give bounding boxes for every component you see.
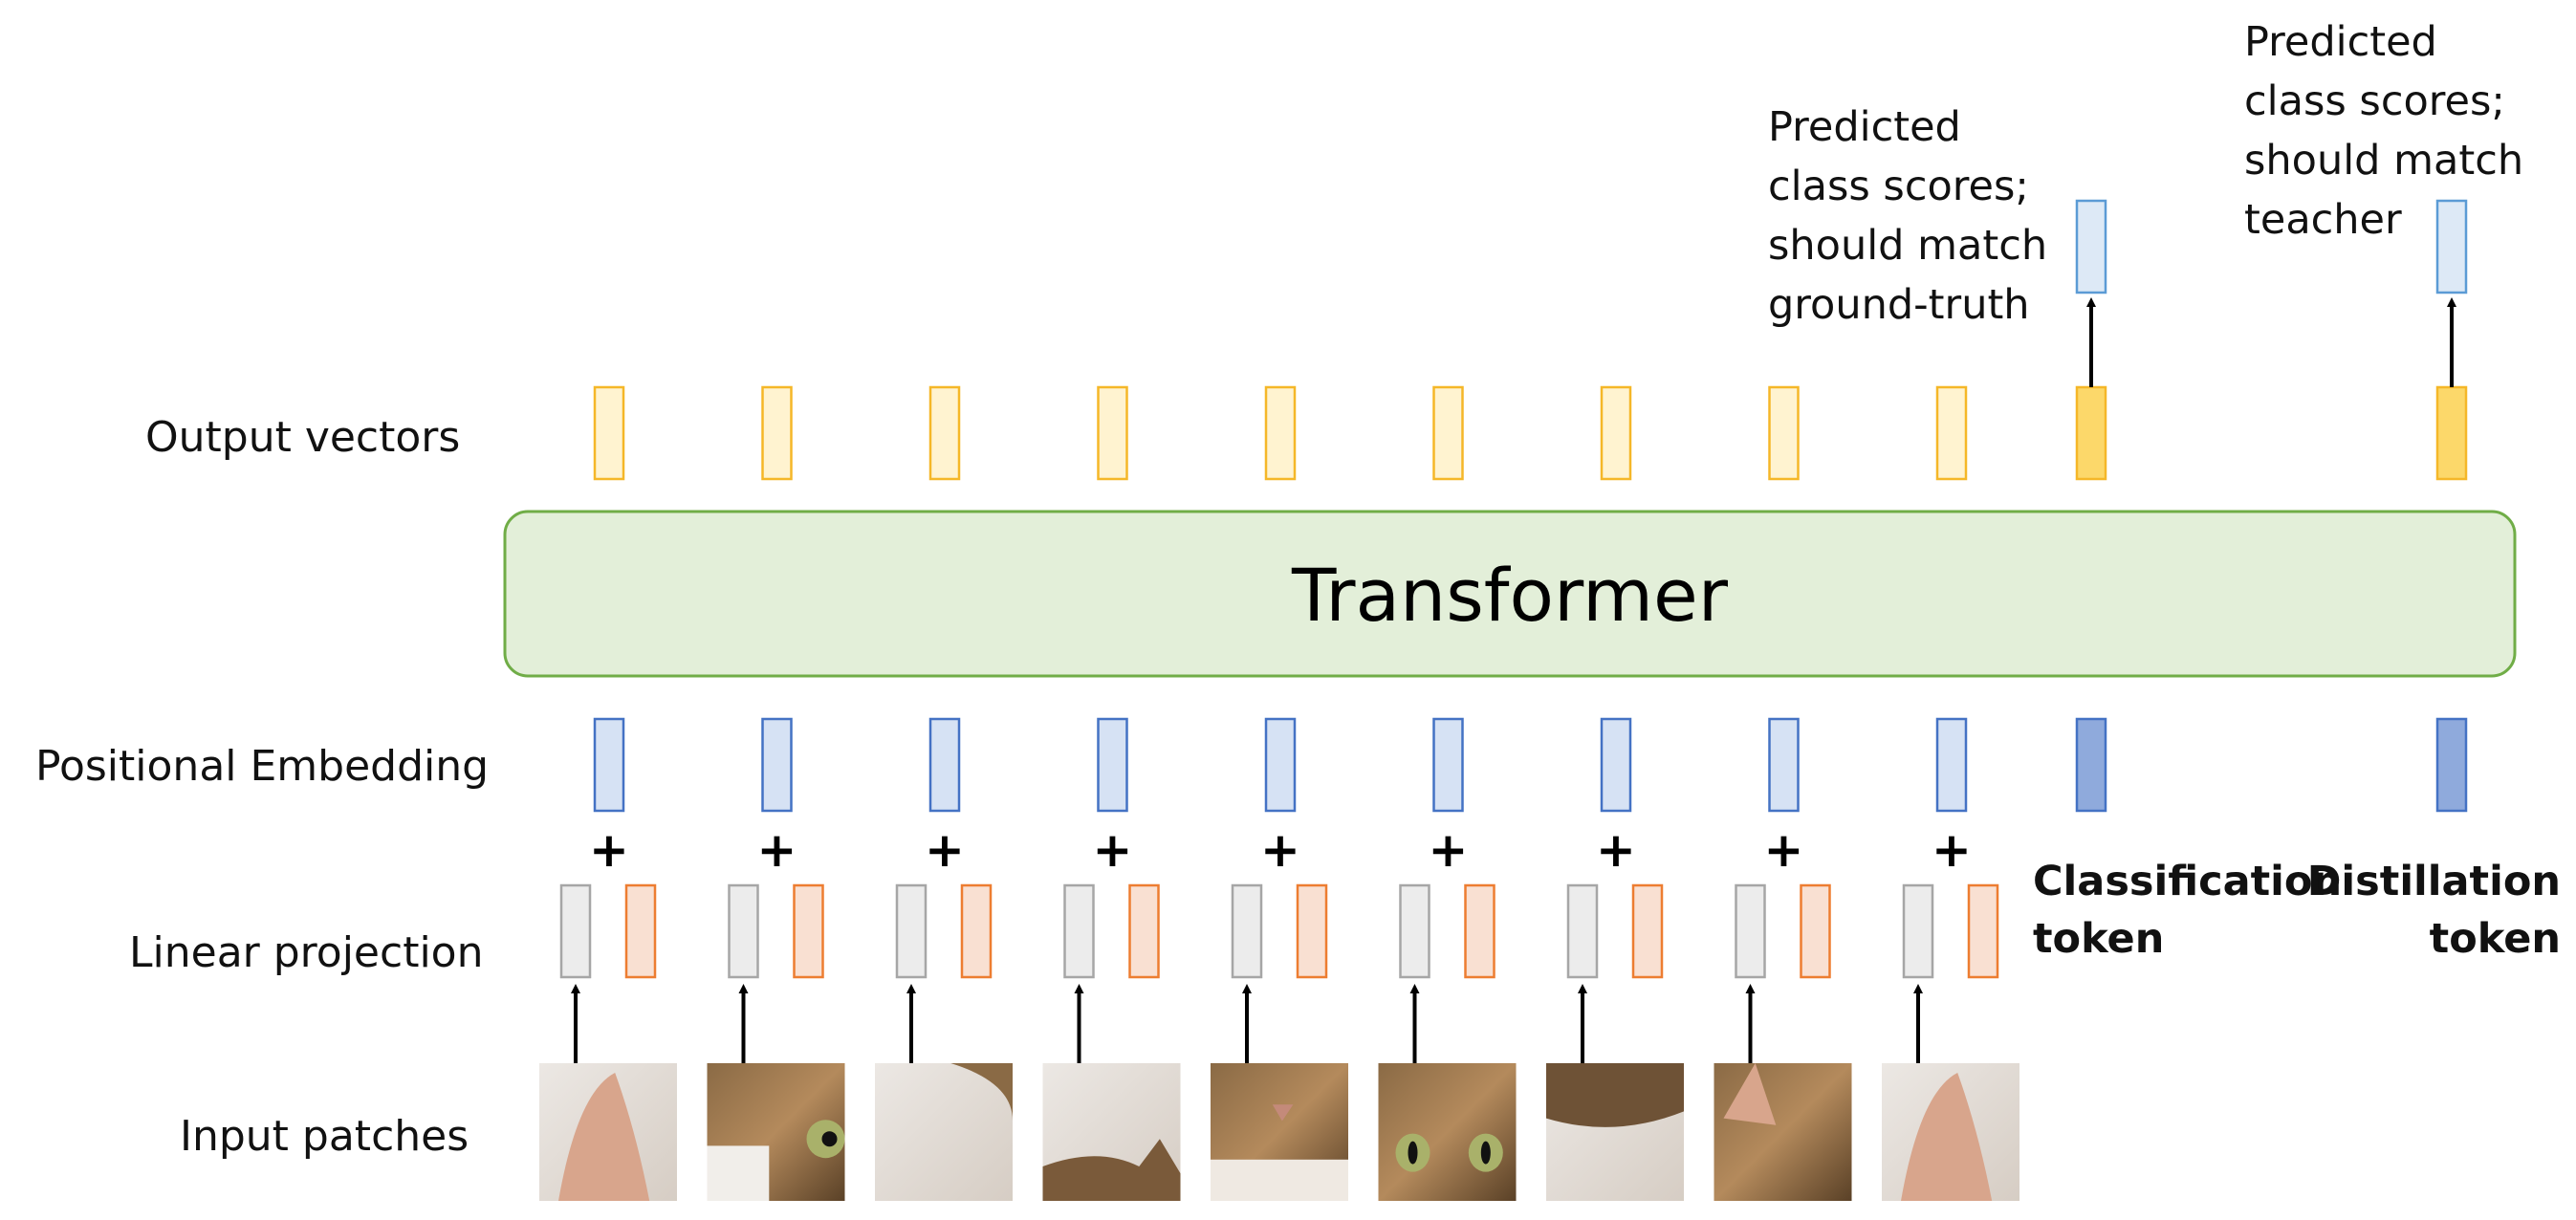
plus-layer: + + + + + + + + +: [589, 822, 1972, 878]
positional-embedding-8: [1768, 717, 1800, 813]
input-patch-9: [1882, 1063, 2019, 1201]
vector-layer: [559, 199, 2468, 979]
projection-orange-1: [624, 883, 657, 979]
projection-orange-8: [1800, 883, 1831, 979]
projection-gray-9: [1902, 883, 1934, 979]
input-patch-6: [1378, 1063, 1517, 1201]
classification-token-label: Classification token: [2033, 858, 2343, 963]
projection-orange-6: [1464, 883, 1495, 979]
projection-orange-3: [960, 883, 993, 979]
input-patch-5: [1211, 1063, 1348, 1201]
plus-sign-2: +: [757, 822, 797, 878]
output-vector-3: [928, 385, 961, 481]
input-patch-7: [1546, 1063, 1684, 1201]
projection-orange-5: [1296, 883, 1328, 979]
plus-sign-8: +: [1764, 822, 1804, 878]
transformer-block: [503, 510, 2517, 678]
plus-sign-5: +: [1260, 822, 1300, 878]
row-label-linear-projection: Linear projection: [129, 928, 484, 977]
input-patch-4: [1042, 1063, 1181, 1201]
projection-orange-9: [1967, 883, 1999, 979]
plus-sign-9: +: [1932, 822, 1972, 878]
arrow-layer: [571, 297, 2456, 1063]
projection-gray-7: [1566, 883, 1599, 979]
positional-embedding-7: [1600, 717, 1632, 813]
projection-orange-4: [1128, 883, 1160, 979]
output-vector-7: [1600, 385, 1632, 481]
positional-embedding-classification: [2075, 717, 2107, 813]
positional-embedding-6: [1432, 717, 1464, 813]
projection-gray-5: [1231, 883, 1263, 979]
output-vector-8: [1768, 385, 1800, 481]
projection-gray-3: [895, 883, 928, 979]
score-vector-teacher: [2435, 199, 2468, 294]
row-label-input-patches: Input patches: [180, 1112, 469, 1161]
projection-gray-6: [1399, 883, 1430, 979]
output-vector-4: [1097, 385, 1128, 481]
output-vector-1: [593, 385, 625, 481]
output-vector-2: [761, 385, 793, 481]
distillation-token-label: Distillation token: [2306, 858, 2561, 963]
input-patch-3: [875, 1063, 1013, 1201]
transformer-label: Transformer: [1291, 553, 1729, 638]
projection-orange-7: [1631, 883, 1664, 979]
output-vector-5: [1264, 385, 1297, 481]
patch-layer: [539, 1063, 2019, 1201]
score-vector-ground-truth: [2075, 199, 2107, 294]
positional-embedding-3: [928, 717, 961, 813]
input-patch-2: [707, 1063, 845, 1201]
projection-gray-2: [728, 883, 759, 979]
positional-embedding-5: [1264, 717, 1297, 813]
output-vector-6: [1432, 385, 1464, 481]
plus-sign-7: +: [1596, 822, 1636, 878]
plus-sign-1: +: [589, 822, 629, 878]
output-vector-9: [1935, 385, 1968, 481]
positional-embedding-9: [1935, 717, 1968, 813]
plus-sign-4: +: [1093, 822, 1133, 878]
input-patch-8: [1714, 1063, 1852, 1201]
output-vector-distillation: [2435, 385, 2468, 481]
projection-gray-1: [559, 883, 592, 979]
row-label-positional-embedding: Positional Embedding: [35, 742, 490, 791]
positional-embedding-1: [593, 717, 625, 813]
projection-gray-4: [1063, 883, 1095, 979]
row-label-output-vectors: Output vectors: [145, 413, 461, 462]
positional-embedding-2: [761, 717, 793, 813]
plus-sign-6: +: [1429, 822, 1469, 878]
annotation-class-scores-teacher: Predicted class scores; should match tea…: [2244, 18, 2524, 244]
positional-embedding-4: [1097, 717, 1128, 813]
positional-embedding-distillation: [2435, 717, 2468, 813]
projection-gray-8: [1735, 883, 1766, 979]
input-patch-1: [539, 1063, 677, 1201]
annotation-class-scores-ground-truth: Predicted class scores; should match gro…: [1768, 103, 2048, 329]
plus-sign-3: +: [925, 822, 965, 878]
output-vector-classification: [2075, 385, 2107, 481]
projection-orange-2: [793, 883, 824, 979]
